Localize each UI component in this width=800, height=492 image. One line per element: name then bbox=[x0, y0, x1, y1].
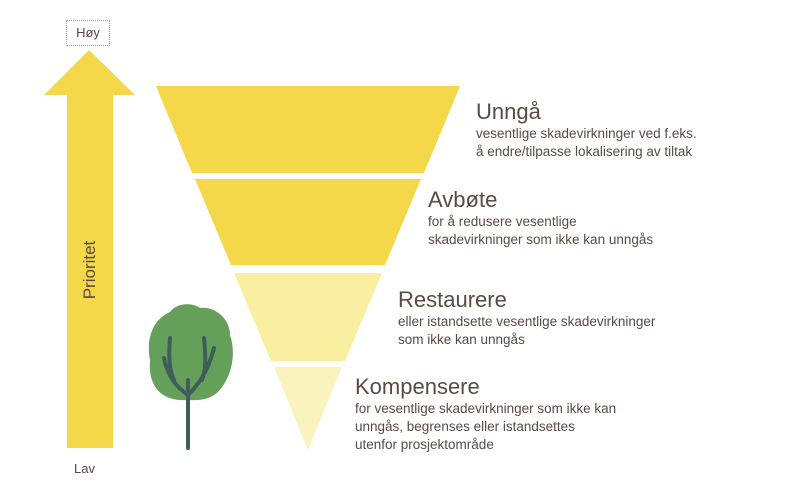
level-kompensere: Kompensere for vesentlige skadevirkninge… bbox=[355, 374, 616, 454]
level-desc: skadevirkninger som ikke kan unngås bbox=[428, 232, 654, 247]
level-unnga: Unngå vesentlige skadevirkninger ved f.e… bbox=[476, 99, 697, 161]
funnel-band-restaurere bbox=[234, 273, 382, 361]
priority-high-label: Høy bbox=[66, 20, 110, 46]
level-desc: for å redusere vesentlige bbox=[428, 214, 577, 229]
funnel-band-avbote bbox=[195, 179, 421, 265]
funnel-band-unnga bbox=[156, 86, 460, 173]
level-desc: vesentlige skadevirkninger ved f.eks. bbox=[476, 126, 697, 141]
level-desc: å endre/tilpasse lokalisering av tiltak bbox=[476, 144, 693, 159]
level-desc: utenfor prosjektområde bbox=[355, 437, 494, 452]
level-desc: unngås, begrenses eller istandsettes bbox=[355, 419, 575, 434]
level-title: Restaurere bbox=[398, 287, 507, 312]
priority-low-label: Lav bbox=[74, 461, 95, 476]
level-title: Kompensere bbox=[355, 374, 480, 399]
priority-axis-label: Prioritet bbox=[80, 240, 99, 300]
priority-arrow bbox=[44, 50, 135, 448]
level-restaurere: Restaurere eller istandsette vesentlige … bbox=[398, 287, 655, 349]
level-desc: eller istandsette vesentlige skadevirkni… bbox=[398, 314, 656, 329]
level-title: Unngå bbox=[476, 99, 541, 124]
level-avbote: Avbøte for å redusere vesentlige skadevi… bbox=[428, 187, 653, 249]
funnel-band-kompensere bbox=[274, 367, 342, 450]
level-desc: som ikke kan unngås bbox=[398, 332, 525, 347]
tree-icon bbox=[148, 304, 233, 450]
level-title: Avbøte bbox=[428, 187, 498, 212]
level-desc: for vesentlige skadevirkninger som ikke … bbox=[355, 401, 617, 416]
